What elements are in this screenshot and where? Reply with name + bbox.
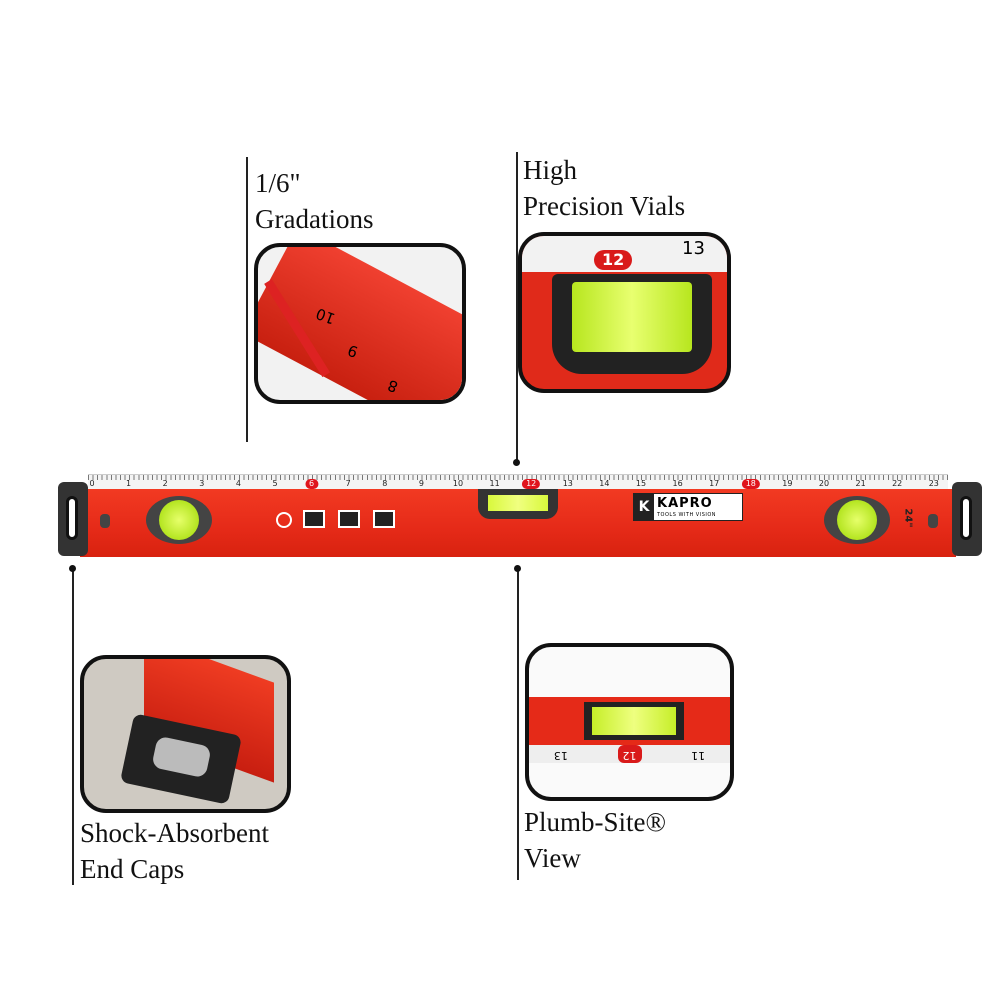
ruler-number: 3 — [199, 479, 205, 488]
vial-left — [146, 496, 212, 544]
ruler-number: 9 — [418, 479, 424, 488]
hang-hole-right — [928, 514, 938, 528]
feature-icon-3 — [373, 510, 395, 528]
length-mark: 24" — [902, 508, 914, 528]
inset-gradations: 10 9 8 — [254, 243, 466, 404]
label-line: Shock-Absorbent — [80, 818, 269, 848]
label-line: Plumb-Site® — [524, 807, 667, 837]
ruler-number: 17 — [709, 479, 720, 488]
ruler-number: 23 — [928, 479, 939, 488]
hang-hole-left — [100, 514, 110, 528]
vial-number-highlight: 12 — [594, 250, 633, 270]
kapro-k-icon: K — [634, 494, 654, 520]
ruler-number: 19 — [782, 479, 793, 488]
plumb-number: 11 — [691, 749, 706, 762]
ruler-number: 12 — [522, 479, 541, 489]
ruler-number: 2 — [162, 479, 168, 488]
plumb-number: 12 — [617, 745, 642, 763]
feature-icon-2 — [338, 510, 360, 528]
ruler-number: 4 — [235, 479, 241, 488]
label-line: Precision Vials — [523, 191, 686, 221]
plumb-number: 13 — [553, 749, 568, 762]
end-cap-left — [58, 482, 88, 556]
callout-line-vials — [516, 152, 518, 462]
inset-endcaps — [80, 655, 291, 813]
label-endcaps: Shock-Absorbent End Caps — [80, 815, 269, 887]
callout-line-gradations — [246, 157, 248, 442]
label-line: Gradations — [255, 204, 374, 234]
label-line: 1/6" — [255, 168, 301, 198]
vial-top-center — [478, 489, 558, 519]
callout-dot-plumb — [514, 565, 521, 572]
inset-vials: 12 13 — [518, 232, 731, 393]
vial-right — [824, 496, 890, 544]
feature-icon-1 — [303, 510, 325, 528]
end-cap-right — [952, 482, 982, 556]
label-line: End Caps — [80, 854, 185, 884]
level-edge — [258, 247, 462, 400]
brand-name: KAPRO — [657, 496, 713, 511]
label-line: High — [523, 155, 577, 185]
ruler-number: 14 — [599, 479, 610, 488]
label-line: View — [524, 843, 581, 873]
ruler-number: 11 — [489, 479, 500, 488]
ruler-number: 13 — [562, 479, 573, 488]
ruler-number: 22 — [892, 479, 903, 488]
no-symbol-icon — [276, 512, 292, 528]
ruler-number: 1 — [126, 479, 132, 488]
brand-tagline: TOOLS WITH VISION — [657, 512, 717, 518]
vial-number: 13 — [682, 238, 705, 259]
plumb-vial — [584, 702, 684, 740]
label-vials: High Precision Vials — [523, 152, 685, 224]
label-gradations: 1/6" Gradations — [255, 165, 373, 237]
callout-dot-endcaps — [69, 565, 76, 572]
ruler-number: 15 — [635, 479, 647, 488]
label-plumb: Plumb-Site® View — [524, 804, 666, 876]
callout-line-plumb — [517, 567, 519, 880]
ruler-number: 5 — [272, 479, 278, 488]
callout-line-endcaps — [72, 567, 74, 885]
callout-dot-vials — [513, 459, 520, 466]
ruler-number: 10 — [452, 479, 464, 488]
ruler-number: 21 — [855, 479, 866, 488]
vial-bubble — [572, 282, 692, 352]
inset-plumb: 11 12 13 — [525, 643, 734, 801]
plumb-ruler: 11 12 13 — [529, 745, 730, 763]
ruler-number: 18 — [741, 479, 760, 489]
ruler-number: 6 — [305, 479, 319, 489]
ruler-number: 16 — [672, 479, 683, 488]
ruler-number: 7 — [345, 479, 351, 488]
ruler-number: 0 — [89, 479, 95, 488]
ruler-number: 20 — [818, 479, 830, 488]
ruler-number: 8 — [382, 479, 388, 488]
